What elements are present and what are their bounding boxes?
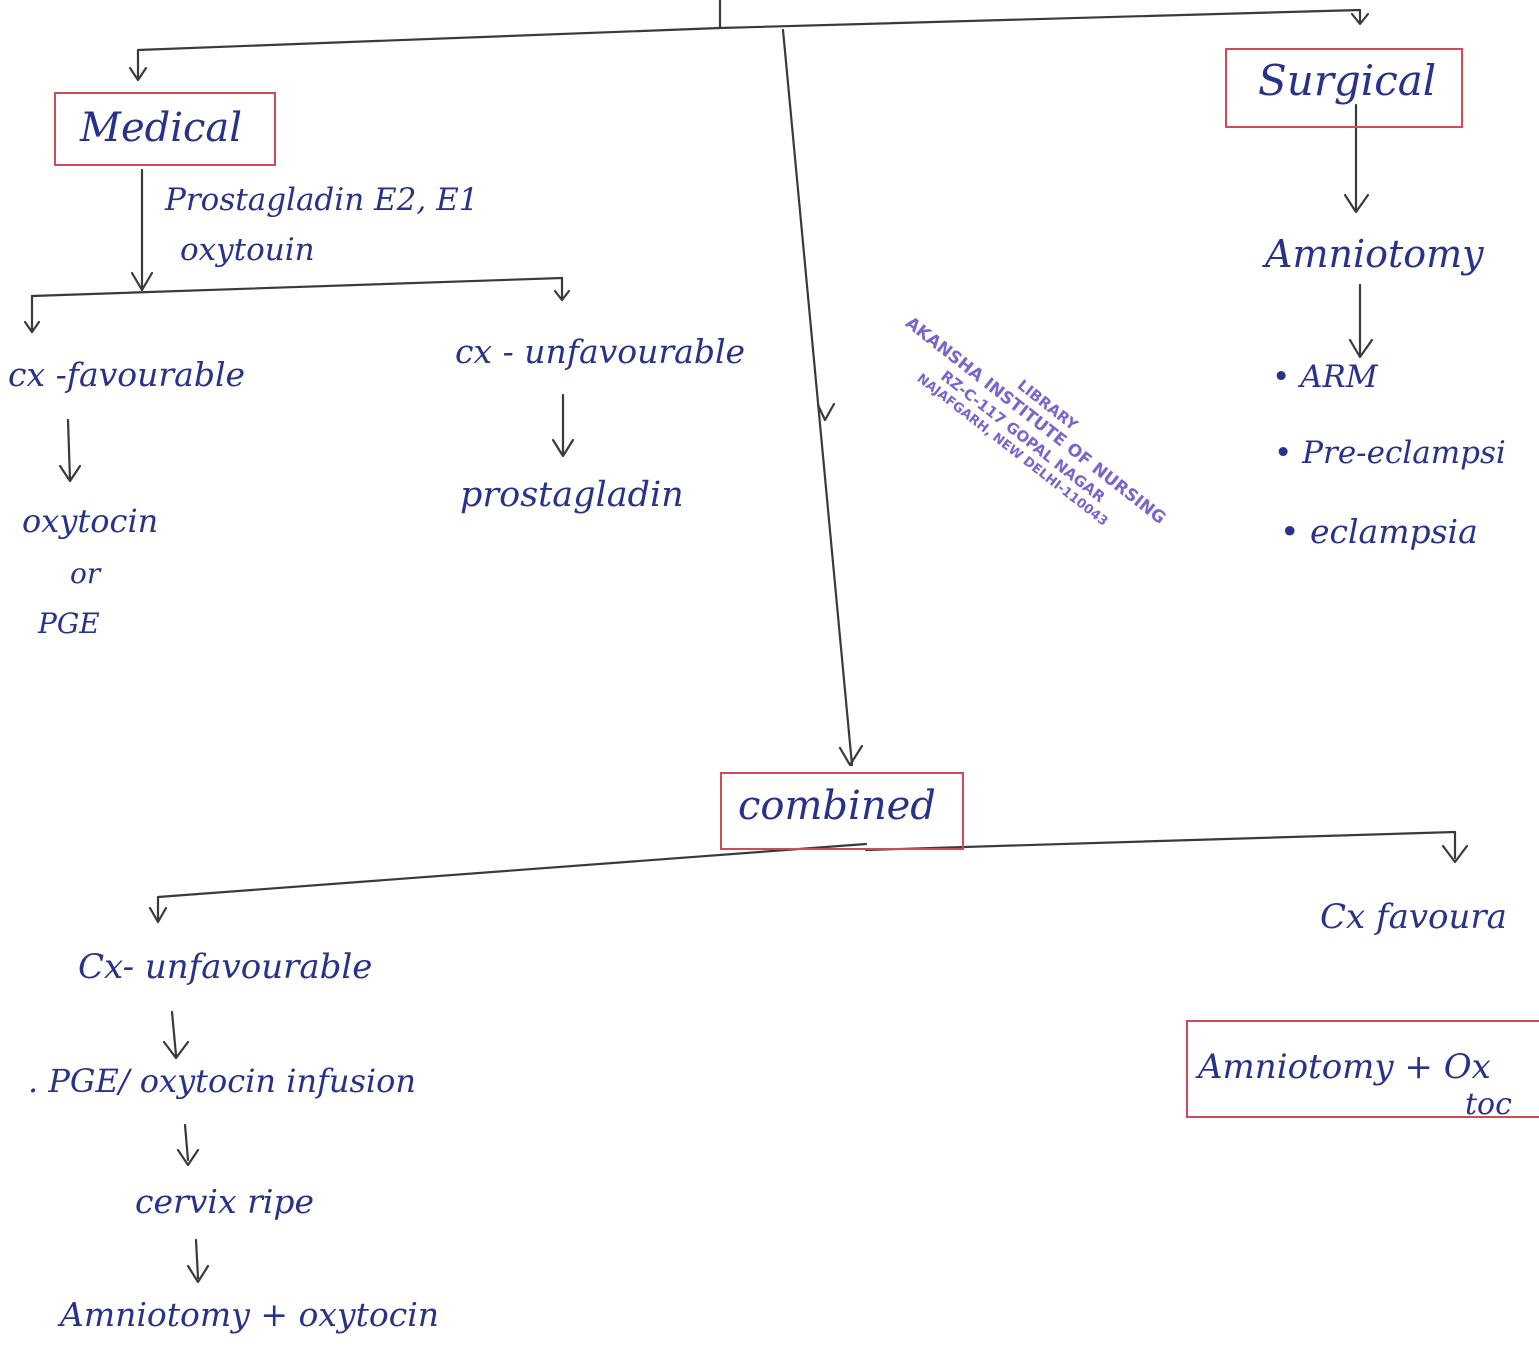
fav-result-3: PGE <box>38 607 100 640</box>
medical-agent-1: Prostagladin E2, E1 <box>165 182 479 218</box>
combined-label: combined <box>738 783 936 829</box>
step-arrow-3 <box>186 1238 210 1284</box>
medical-agent-2: oxytouin <box>180 232 315 268</box>
fav-result-1: oxytocin <box>22 502 159 540</box>
arrowhead-arm <box>1348 338 1374 359</box>
step-arrow-2 <box>176 1123 200 1167</box>
indication-pre-eclampsia: • Pre-eclampsi <box>1274 435 1506 471</box>
medical-label: Medical <box>80 105 243 151</box>
unfav-result: prostagladin <box>460 475 684 515</box>
combined-box <box>720 772 964 850</box>
medical-split-line <box>30 276 564 298</box>
fav-to-oxytocin-arrow <box>58 418 82 483</box>
indication-arm-text: ARM <box>1300 359 1378 395</box>
combined-split-left <box>156 842 868 922</box>
indication-eclampsia-text: eclampsia <box>1309 512 1478 551</box>
arrowhead-cx-unfav <box>148 906 168 924</box>
combined-fav-result-line2: toc <box>1465 1087 1512 1122</box>
combined-cx-favourable: Cx favoura <box>1320 897 1507 937</box>
arrowhead-cx-fav <box>1441 844 1469 864</box>
arrowhead-medical <box>128 66 148 82</box>
unfav-to-prostagladin-arrow <box>551 393 575 458</box>
combined-step-1: . PGE/ oxytocin infusion <box>28 1062 417 1100</box>
combined-step-3: Amniotomy + oxytocin <box>60 1295 440 1334</box>
combined-cx-unfavourable: Cx- unfavourable <box>78 947 373 987</box>
center-arrow-mid <box>816 402 836 422</box>
center-line-to-combined <box>781 28 854 767</box>
indication-arm: • ARM <box>1272 359 1378 395</box>
indication-pre-eclampsia-text: Pre-eclampsi <box>1302 435 1506 471</box>
cx-unfavourable-label: cx - unfavourable <box>455 332 746 371</box>
arrowhead-combined <box>838 744 864 767</box>
arrowhead-amniotomy <box>1343 193 1370 214</box>
arrowhead-unfav <box>553 289 571 302</box>
surgical-label: Surgical <box>1258 56 1437 105</box>
arrowhead-surgical <box>1350 12 1370 26</box>
medical-box <box>54 92 276 166</box>
cx-favourable-label: cx -favourable <box>8 355 246 394</box>
surgical-box <box>1225 48 1463 128</box>
amniotomy-label: Amniotomy <box>1265 232 1484 276</box>
combined-fav-result-line1: Amniotomy + Ox <box>1198 1047 1491 1087</box>
combined-fav-result-box <box>1186 1020 1539 1118</box>
indication-eclampsia: • eclampsia <box>1280 512 1478 551</box>
combined-step-2: cervix ripe <box>135 1182 315 1221</box>
arrowhead-fav <box>23 320 41 334</box>
fav-result-2: or <box>70 557 101 590</box>
step-arrow-1 <box>162 1010 190 1060</box>
top-horizontal-left <box>136 26 722 80</box>
combined-split-right <box>864 830 1457 860</box>
top-horizontal-right <box>718 8 1362 30</box>
arrowhead-medical-down <box>130 271 154 292</box>
